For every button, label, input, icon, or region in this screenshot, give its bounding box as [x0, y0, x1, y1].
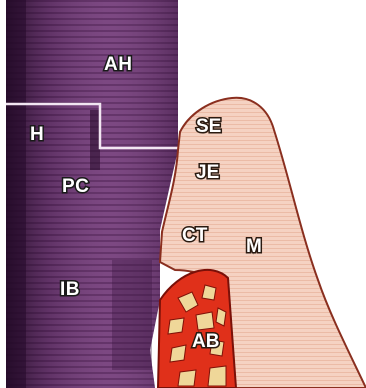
label-ib: IB	[60, 279, 80, 300]
label-m: M	[246, 236, 262, 257]
label-h: H	[30, 124, 44, 145]
label-ct: CT	[182, 225, 208, 246]
label-pc: PC	[62, 176, 89, 197]
alveolar-bone-region	[158, 270, 236, 388]
label-je: JE	[196, 162, 219, 183]
label-se: SE	[196, 116, 221, 137]
label-ah: AH	[104, 54, 132, 75]
label-ab: AB	[192, 331, 219, 352]
tooth-region	[6, 0, 178, 388]
